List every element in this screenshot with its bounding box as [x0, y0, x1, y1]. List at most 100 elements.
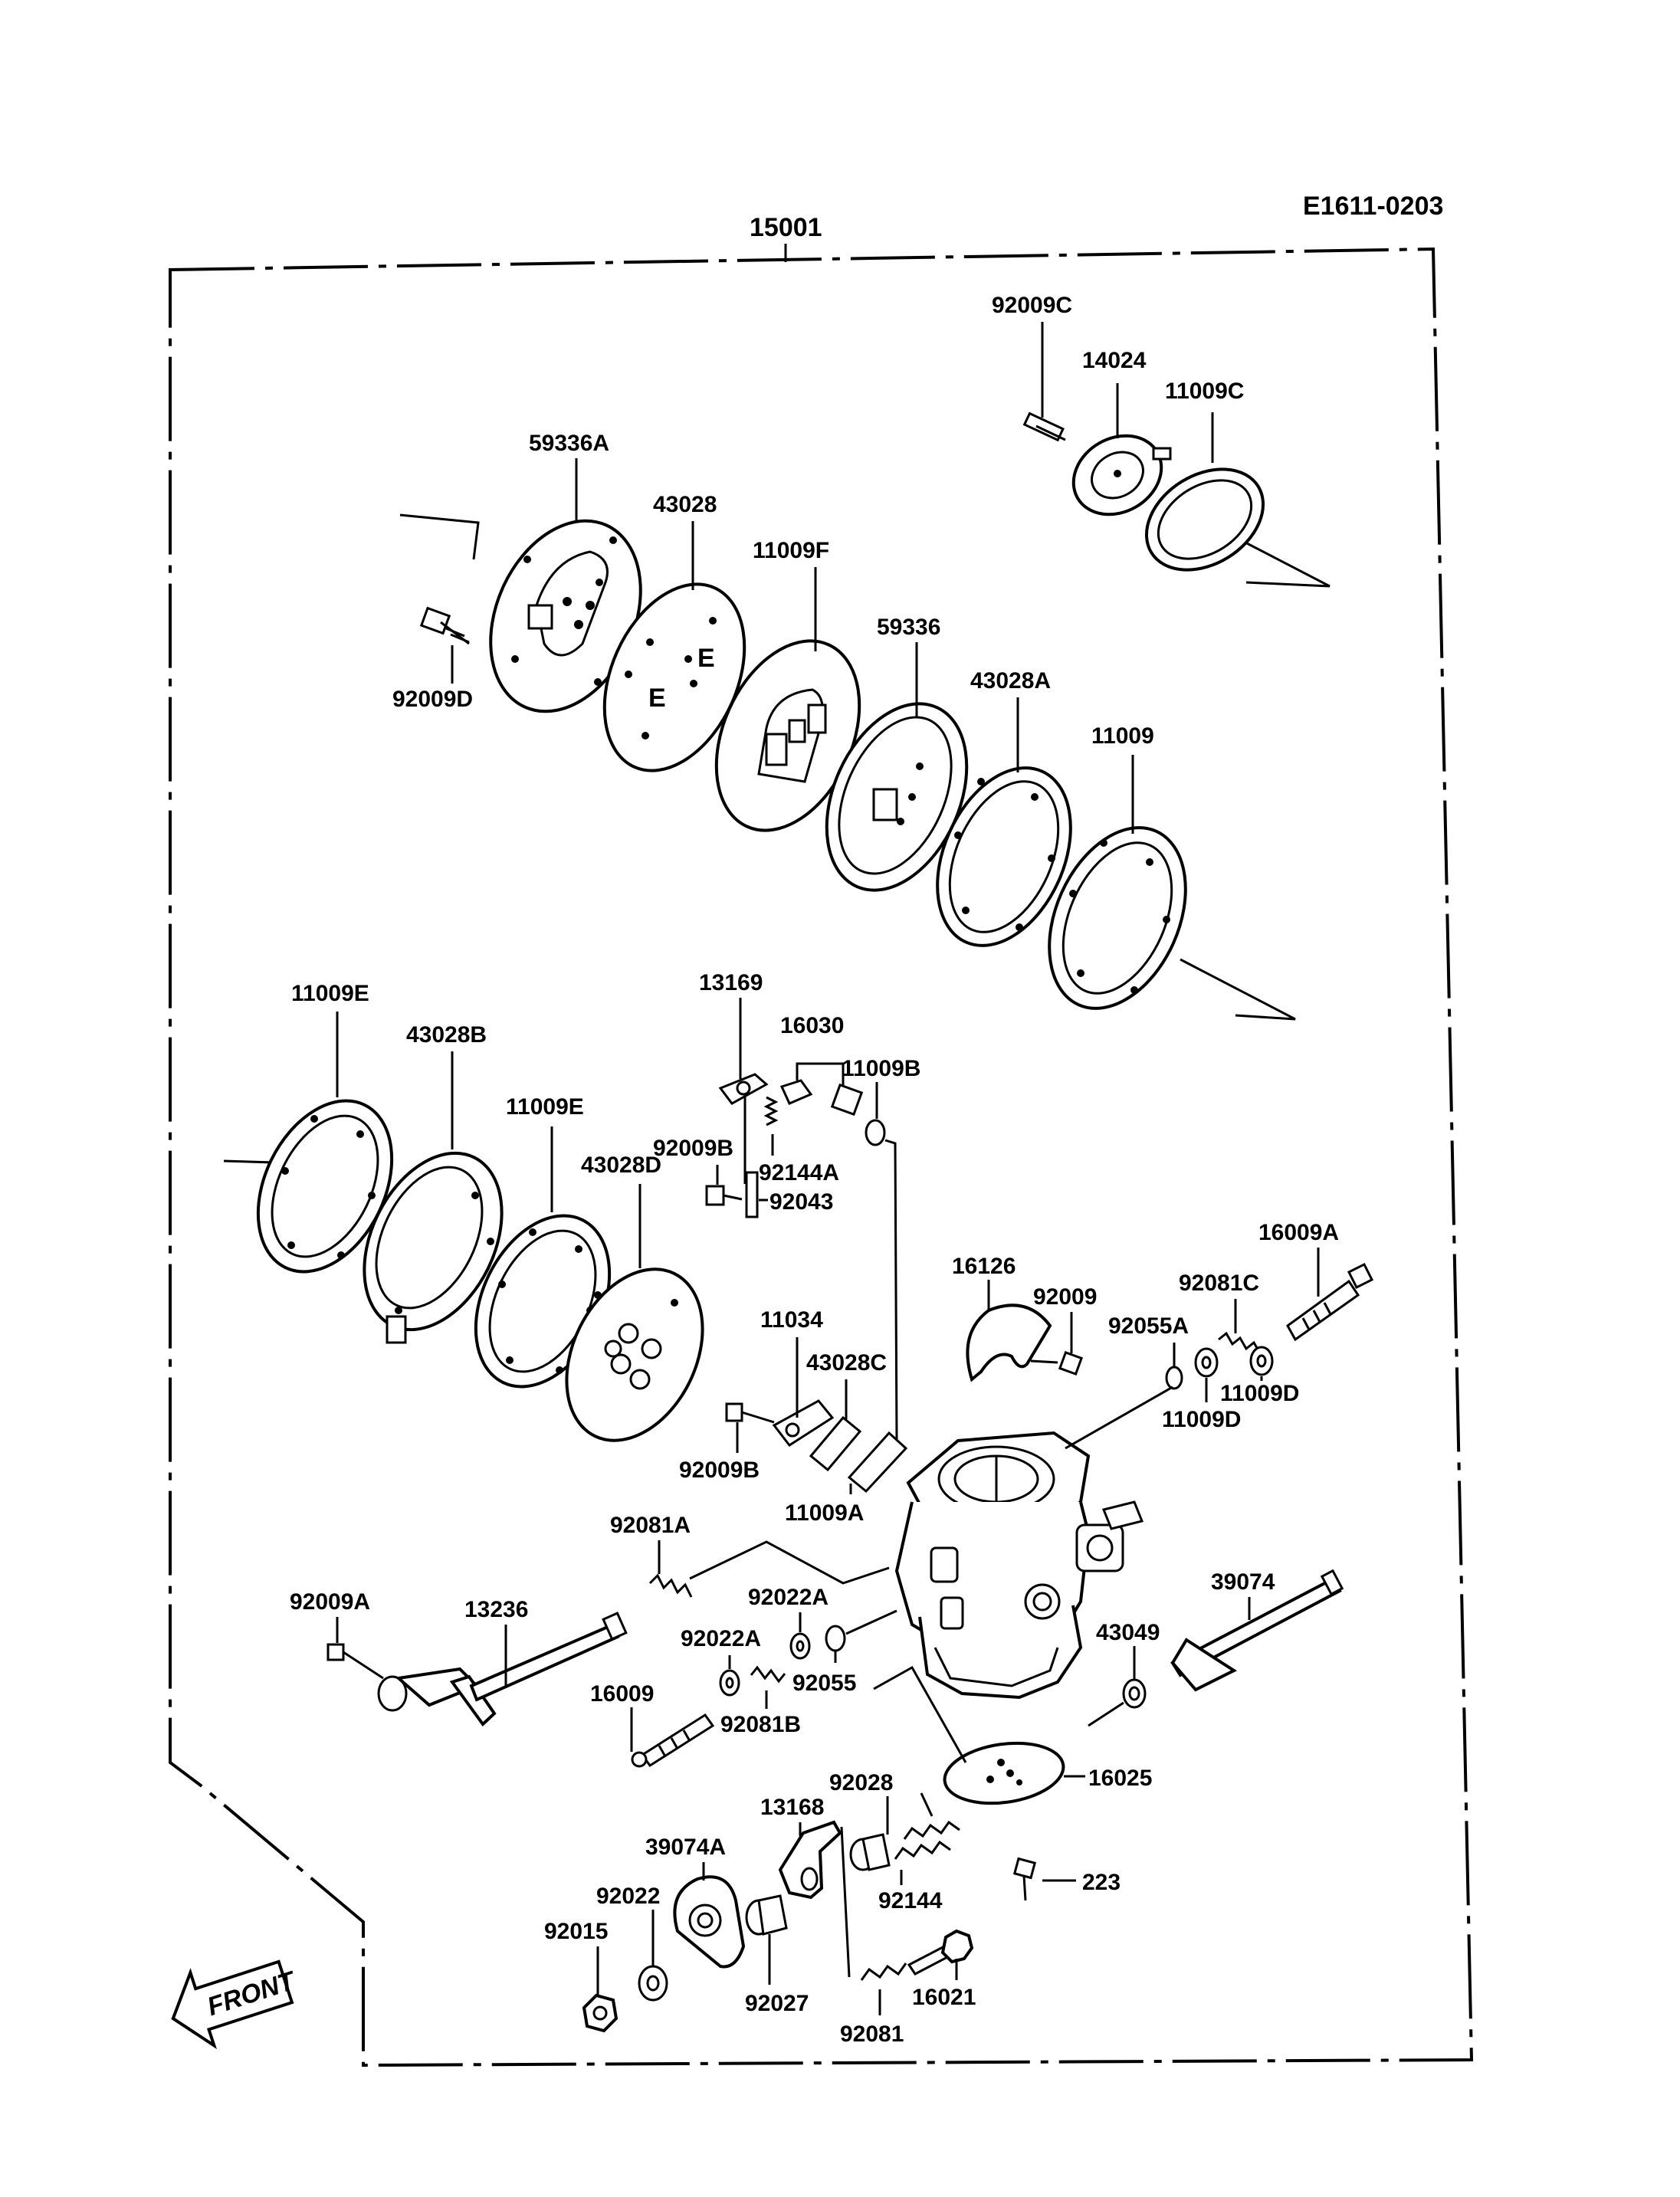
label-43028D: 43028D: [581, 1153, 661, 1178]
part-92081A-spring: [648, 1540, 890, 1598]
part-43028D-diaphragm: [565, 1184, 704, 1442]
part-16009-screw: [630, 1707, 715, 1768]
label-16126: 16126: [952, 1254, 1016, 1279]
label-92009C: 92009C: [992, 293, 1072, 318]
part-11009E-gasket-a: [256, 1012, 394, 1274]
part-92009A-screw: [326, 1617, 384, 1680]
label-11009D-a: 11009D: [1162, 1407, 1241, 1432]
label-13168: 13168: [760, 1795, 824, 1820]
label-59336A: 59336A: [529, 431, 609, 456]
part-43028C-gasket: [809, 1379, 862, 1472]
part-11009F-gasket: [714, 567, 861, 832]
label-92144A: 92144A: [759, 1160, 839, 1185]
part-16030-needle: [779, 1062, 864, 1117]
label-43028C: 43028C: [806, 1350, 887, 1376]
axis-marker-top-left: [399, 513, 480, 560]
part-59336A-cover: [489, 458, 642, 713]
label-39074A: 39074A: [645, 1835, 726, 1860]
label-59336: 59336: [877, 615, 940, 640]
label-92022A-b: 92022A: [681, 1626, 761, 1651]
part-13169-lever: [718, 998, 769, 1184]
label-11009F: 11009F: [753, 538, 829, 563]
part-92027-bushing: [745, 1894, 788, 1985]
part-92144A-spring: [763, 1096, 779, 1156]
label-11009B: 11009B: [842, 1056, 920, 1081]
label-92028: 92028: [829, 1770, 893, 1795]
label-16009: 16009: [590, 1681, 654, 1707]
part-43028A-diaphragm: [936, 697, 1072, 947]
label-92022A-a: 92022A: [748, 1585, 829, 1610]
part-92043-pin: [745, 1171, 768, 1218]
part-92022-washer: [638, 1910, 668, 2002]
assembly-frame: [169, 247, 1474, 2067]
label-92009: 92009: [1033, 1284, 1097, 1310]
label-16025: 16025: [1088, 1766, 1152, 1791]
label-11009D-b: 11009D: [1220, 1381, 1299, 1406]
label-13236: 13236: [464, 1597, 528, 1622]
label-39074: 39074: [1211, 1569, 1275, 1595]
part-92009C-screw: [1022, 322, 1066, 442]
part-39074-shaft: [1170, 1569, 1344, 1692]
label-92081: 92081: [840, 2022, 904, 2047]
part-11034-cover: [772, 1337, 835, 1448]
label-43028B: 43028B: [406, 1022, 487, 1048]
part-59336-plate: [825, 642, 969, 892]
label-11009A: 11009A: [785, 1500, 864, 1526]
part-16021-screw: [907, 1929, 974, 1980]
part-11009D-washer-a: [1194, 1347, 1219, 1402]
part-11009-gasket: [1048, 755, 1187, 1010]
label-92144: 92144: [878, 1888, 943, 1913]
part-39074A-cam: [673, 1862, 746, 1969]
svg-text:E: E: [648, 684, 666, 713]
label-223: 223: [1082, 1870, 1121, 1895]
part-92028-spring: [886, 1792, 960, 1840]
part-14024-cap: [1071, 383, 1172, 516]
part-11009C-gasket: [1144, 412, 1265, 572]
part-92009-screw: [1058, 1312, 1084, 1376]
label-92055A: 92055A: [1108, 1313, 1189, 1339]
part-43049-seal: [1088, 1646, 1147, 1727]
label-43049: 43049: [1096, 1620, 1160, 1645]
label-92009A: 92009A: [290, 1589, 370, 1615]
label-92015: 92015: [544, 1919, 608, 1944]
axis-marker-top-right: [1245, 541, 1331, 588]
diagram-code: E1611-0203: [1303, 192, 1443, 221]
label-92009B-b: 92009B: [679, 1458, 760, 1483]
label-11034: 11034: [760, 1307, 823, 1333]
label-11009C: 11009C: [1165, 379, 1244, 404]
part-16126-plate: [966, 1280, 1058, 1382]
svg-text:E: E: [697, 644, 715, 673]
label-92009B-a: 92009B: [653, 1136, 733, 1161]
part-16025-diaphragm: [873, 1665, 1085, 1805]
part-carburetor-body: [894, 1385, 1173, 1700]
label-16030: 16030: [780, 1013, 844, 1038]
part-92009D-screw: [419, 606, 470, 684]
part-92081-spring: [860, 1963, 907, 2015]
part-92055-oring: [825, 1609, 897, 1663]
label-92081A: 92081A: [610, 1513, 691, 1538]
part-92081C-spring: [1218, 1299, 1262, 1354]
axis-marker-mid-right: [1180, 958, 1296, 1021]
label-92027: 92027: [745, 1991, 809, 2016]
label-43028: 43028: [653, 492, 717, 517]
part-92081B-spring: [750, 1665, 786, 1709]
label-92081B: 92081B: [720, 1712, 801, 1737]
label-11009E-b: 11009E: [506, 1094, 584, 1120]
label-92009D: 92009D: [392, 687, 473, 712]
part-92009B-screw-b: [725, 1402, 775, 1453]
part-43028B-diaphragm: [363, 1051, 504, 1344]
label-43028A: 43028A: [970, 668, 1051, 694]
label-16009A: 16009A: [1258, 1220, 1339, 1245]
part-cylinder-92028-sleeve: [849, 1833, 891, 1871]
part-92015-nut: [582, 1946, 619, 2033]
assembly-number: 15001: [750, 213, 822, 242]
part-11009D-washer-b: [1249, 1346, 1274, 1381]
part-13168-lever: [778, 1820, 851, 1978]
part-92022A-washer-b: [719, 1655, 740, 1697]
part-11009B-oring: [865, 1082, 898, 1441]
part-16009A-screw: [1286, 1248, 1374, 1342]
part-11009A-gasket: [847, 1431, 908, 1494]
front-arrow-icon: FRONT: [171, 1959, 300, 2050]
label-92081C: 92081C: [1179, 1271, 1259, 1296]
